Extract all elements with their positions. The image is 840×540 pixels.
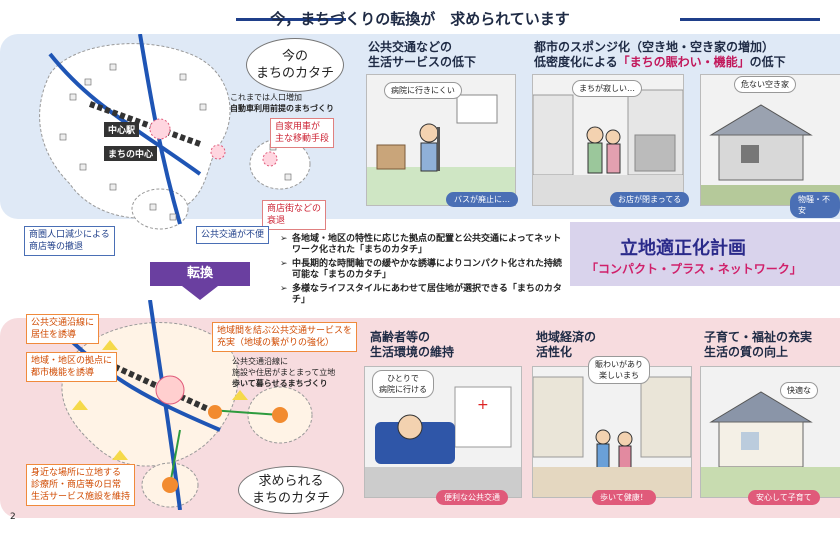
- car-dependency-callout: 自家用車が 主な移動手段: [270, 118, 335, 148]
- hub-functions-box: 地域・地区の拠点に 都市機能を誘導: [26, 352, 118, 382]
- benefit-3-illustration: [700, 366, 840, 498]
- problem-2-bubble: まちが寂しい…: [572, 80, 642, 97]
- transit-inconvenient-callout: 公共交通が不便: [196, 226, 270, 244]
- daily-services-box: 身近な場所に立地する 診療所・商店等の日常 生活サービス施設を維持: [26, 464, 136, 506]
- benefit-1-bubble: ひとりで 病院に行ける: [372, 370, 434, 398]
- problem-3-bubble: 危ない空き家: [734, 76, 796, 93]
- benefit-2-illustration: [532, 366, 692, 498]
- conversion-arrow: 転換: [150, 262, 250, 286]
- central-station-label: 中心駅: [104, 122, 140, 137]
- benefit-1-caption: 便利な公共交通: [436, 490, 508, 505]
- store-closure-callout: 商圏人口減少による 商店等の撤退: [24, 226, 115, 256]
- plan-arrow-band: [570, 222, 840, 286]
- title-rule-left: [236, 18, 346, 21]
- page-title: 今，まちづくりの転換が 求められています: [270, 10, 570, 28]
- cloud-line-2: まちのカタチ: [255, 66, 334, 81]
- shops-decline-callout: 商店街などの 衰退: [262, 200, 327, 230]
- problem-1-bubble: 病院に行きにくい: [384, 82, 462, 99]
- benefit-3-caption: 安心して子育て: [748, 490, 820, 505]
- problem-3-caption: 物騒・不安: [790, 192, 840, 218]
- benefit-2-bubble: 賑わいがあり 楽しいまち: [588, 356, 650, 384]
- problem-2-illustration: [532, 74, 684, 206]
- title-rule-right: [680, 18, 820, 21]
- town-center-label: まちの中心: [104, 146, 158, 161]
- cloud-line-1: 求められる: [258, 474, 324, 489]
- family-home-illustration: [701, 391, 840, 497]
- problem-2-heading: 都市のスポンジ化（空き地・空き家の増加） 低密度化による「まちの賑わい・機能」の…: [534, 40, 786, 69]
- closed-shops-illustration: [533, 89, 683, 205]
- walkable-note: 公共交通沿線に 施設や住居がまとまって立地 歩いて暮らせるまちづくり: [232, 357, 336, 388]
- problem-3-illustration: [700, 74, 840, 206]
- vacant-house-illustration: [701, 104, 840, 205]
- benefit-2-caption: 歩いて健康！: [592, 490, 656, 505]
- benefit-1-heading: 高齢者等の 生活環境の維持: [370, 330, 455, 359]
- plan-title: 立地適正化計画: [620, 238, 746, 259]
- goal-item: 中長期的な時間軸での緩やかな誘導によりコンパクト化された持続可能な「まちのカタチ…: [280, 259, 570, 281]
- svg-text:+: +: [477, 397, 489, 413]
- problem-1-caption: バスが廃止に…: [446, 192, 518, 207]
- benefit-2-heading: 地域経済の 活性化: [536, 330, 597, 359]
- transit-residence-box: 公共交通沿線に 居住を誘導: [26, 314, 100, 344]
- benefit-3-bubble: 快適な: [780, 382, 818, 399]
- network-box: 地域間を結ぶ公共交通サービスを 充実（地域の繋がりの強化）: [212, 322, 358, 352]
- cloud-line-2: まちのカタチ: [251, 491, 330, 506]
- future-shape-cloud: 求められる まちのカタチ: [238, 466, 344, 514]
- problem-2-caption: お店が閉まってる: [610, 192, 690, 207]
- goal-item: 各地域・地区の特性に応じた拠点の配置と公共交通によってネットワーク化された「まち…: [280, 234, 570, 256]
- current-shape-cloud: 今の まちのカタチ: [246, 38, 344, 92]
- current-note: これまでは人口増加 自動車利用前提のまちづくり: [230, 93, 334, 113]
- page-number: 2: [10, 512, 16, 522]
- conversion-arrow-tip: [182, 286, 218, 300]
- goal-item: 多様なライフスタイルにあわせて居住地が選択できる「まちのカタチ」: [280, 284, 570, 306]
- plan-subtitle: 「コンパクト・プラス・ネットワーク」: [586, 262, 802, 276]
- benefit-3-heading: 子育て・福祉の充実 生活の質の向上: [704, 330, 813, 359]
- problem-1-heading: 公共交通などの 生活サービスの低下: [368, 40, 477, 69]
- lively-street-illustration: [533, 376, 691, 497]
- cloud-line-1: 今の: [281, 49, 308, 64]
- goals-list: 各地域・地区の特性に応じた拠点の配置と公共交通によってネットワーク化された「まち…: [280, 234, 570, 309]
